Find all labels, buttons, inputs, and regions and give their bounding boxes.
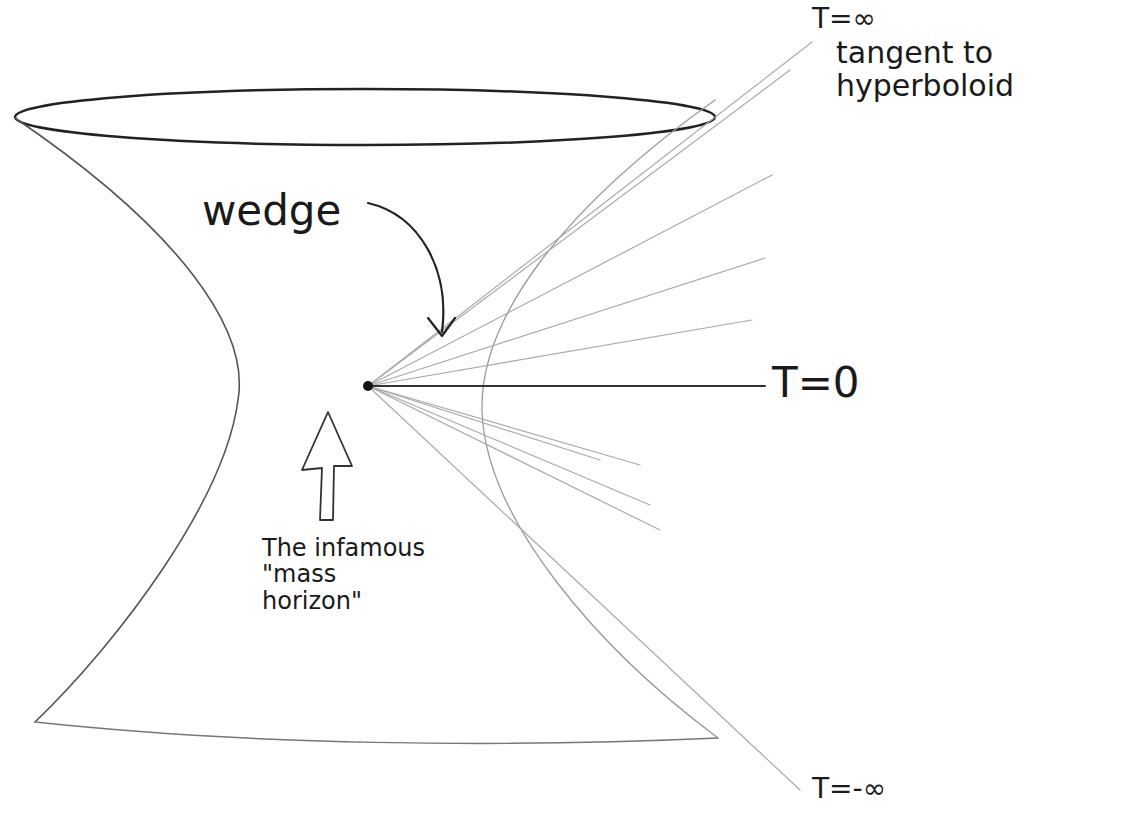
tangent-note: tangent to hyperboloid xyxy=(836,36,1076,102)
t-zero-label: T=0 xyxy=(772,360,860,406)
wedge-label: wedge xyxy=(202,188,341,234)
vertex-dot xyxy=(363,381,373,391)
right-profile xyxy=(482,100,718,738)
wedge-arrow xyxy=(368,203,443,332)
t-infinity-label: T=∞ xyxy=(812,4,876,35)
hollow-arrow xyxy=(302,412,352,520)
bottom-rim xyxy=(35,722,718,743)
wedge-arrowhead xyxy=(428,318,455,336)
fan-lines xyxy=(368,42,812,790)
t-zero-line xyxy=(368,385,765,387)
mass-horizon-note: The infamous "mass horizon" xyxy=(262,535,432,614)
top-rim xyxy=(15,89,715,145)
t-minus-infinity-label: T=-∞ xyxy=(812,774,886,805)
